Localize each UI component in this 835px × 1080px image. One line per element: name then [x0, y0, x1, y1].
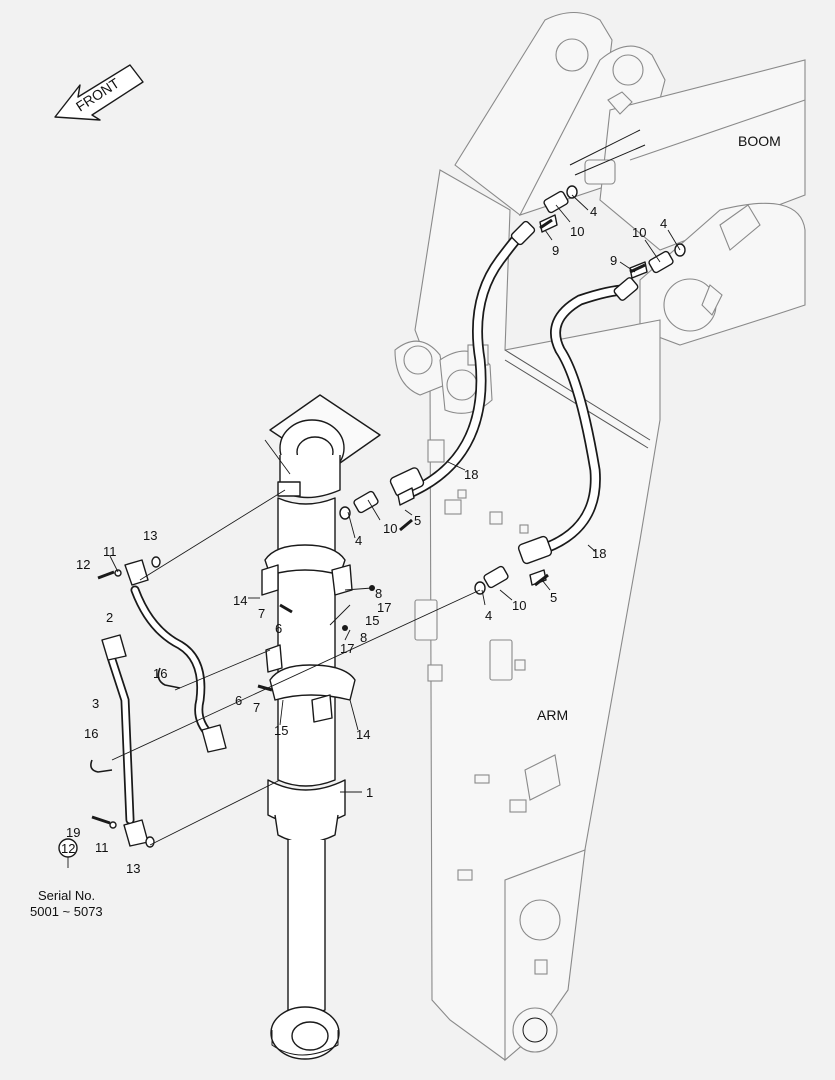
- callout-10-cyl-lower: 10: [512, 598, 526, 613]
- callout-numbers: 1 2 3 4 4 4 4 5 5 6 6 7 7 8 8 9 9 10 10 …: [66, 204, 667, 876]
- callout-3: 3: [92, 696, 99, 711]
- callout-12: 12: [76, 557, 90, 572]
- callout-8-upper: 8: [375, 586, 382, 601]
- callout-9-right: 9: [610, 253, 617, 268]
- callout-9-left: 9: [552, 243, 559, 258]
- hose-18-lower: [517, 277, 639, 565]
- callout-5-upper: 5: [414, 513, 421, 528]
- boom-assembly: [454, 11, 806, 346]
- hose-18-upper: [389, 220, 536, 501]
- callout-4-cyl-lower: 4: [485, 608, 492, 623]
- callout-7-lower: 7: [253, 700, 260, 715]
- callout-13-upper: 13: [143, 528, 157, 543]
- callout-10-boom-right: 10: [632, 225, 646, 240]
- callout-7-upper: 7: [258, 606, 265, 621]
- boom-label: BOOM: [738, 133, 781, 149]
- callout-19: 19: [66, 825, 80, 840]
- callout-14-upper: 14: [233, 593, 247, 608]
- callout-6-lower: 6: [235, 693, 242, 708]
- callout-16-lower: 16: [84, 726, 98, 741]
- ref-circle-number: 12: [61, 841, 75, 856]
- front-arrow: FRONT: [54, 64, 144, 121]
- callout-10-boom-left: 10: [570, 224, 584, 239]
- callout-4-boom-left: 4: [590, 204, 597, 219]
- callout-17-upper: 17: [377, 600, 391, 615]
- flange-clamp-upper-left: [339, 487, 415, 520]
- callout-18-lower: 18: [592, 546, 606, 561]
- arm-cylinder: [261, 394, 381, 1060]
- callout-11-upper: 11: [103, 544, 117, 559]
- serial-title: Serial No.: [38, 888, 95, 903]
- serial-reference: 12 Serial No. 5001 ~ 5073: [30, 838, 103, 919]
- callout-4-cyl-upper: 4: [355, 533, 362, 548]
- pipe-3: [101, 634, 149, 847]
- arm-assembly: [394, 169, 661, 1062]
- callout-15-upper: 15: [365, 613, 379, 628]
- callout-16-upper: 16: [153, 666, 167, 681]
- callout-15-lower: 15: [274, 723, 288, 738]
- callout-5-lower: 5: [550, 590, 557, 605]
- leader-lines: [67, 194, 681, 868]
- serial-range: 5001 ~ 5073: [30, 904, 103, 919]
- arm-label: ARM: [537, 707, 568, 723]
- callout-18-upper: 18: [464, 467, 478, 482]
- callout-4-boom-right: 4: [660, 216, 667, 231]
- callout-11-lower: 11: [95, 840, 109, 855]
- callout-8-lower: 8: [360, 630, 367, 645]
- callout-10-cyl-upper: 10: [383, 521, 397, 536]
- callout-17-lower: 17: [340, 641, 354, 656]
- callout-6-upper: 6: [275, 621, 282, 636]
- callout-14-lower: 14: [356, 727, 370, 742]
- callout-2: 2: [106, 610, 113, 625]
- callout-13-lower: 13: [126, 861, 140, 876]
- callout-1: 1: [366, 785, 373, 800]
- pipe-2: [124, 559, 227, 753]
